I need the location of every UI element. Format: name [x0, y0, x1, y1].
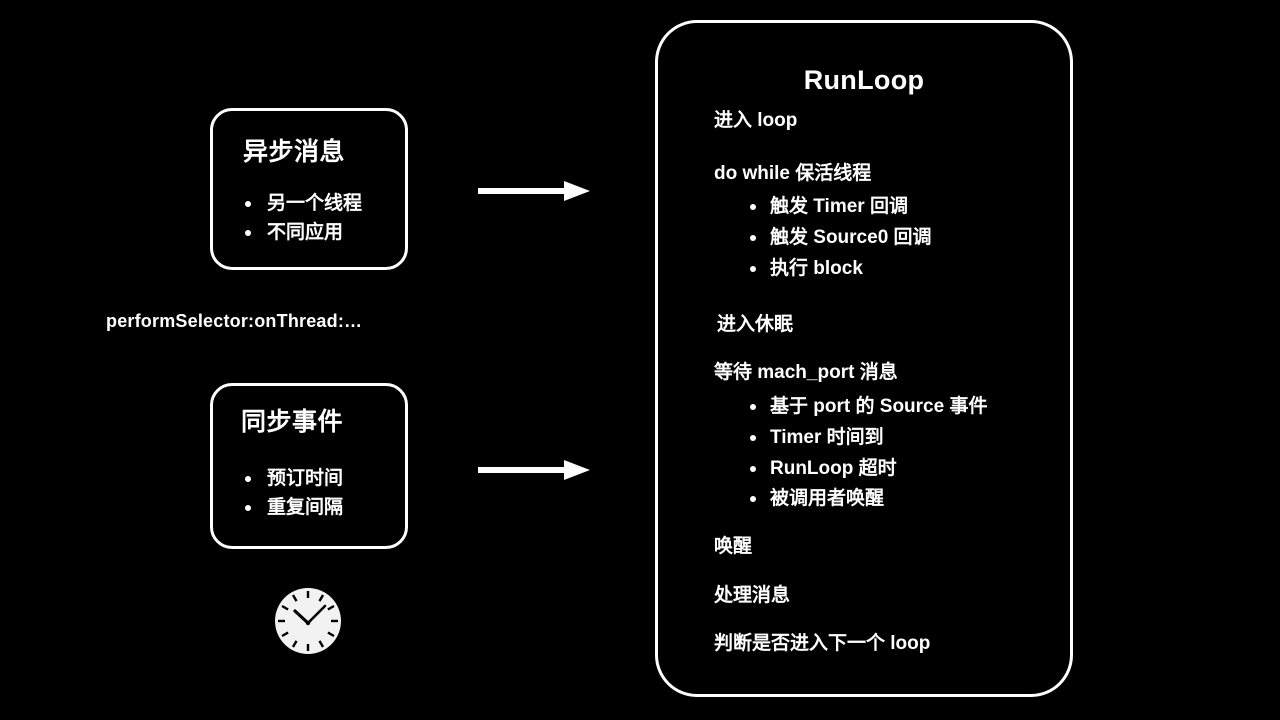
spacer	[714, 285, 1056, 313]
list-item: 预订时间	[237, 464, 343, 493]
list-item: 触发 Source0 回调	[748, 223, 1056, 254]
arrow-right-icon	[478, 181, 590, 201]
runloop-step: do while 保活线程	[714, 162, 872, 184]
list-item: Timer 时间到	[748, 423, 1056, 454]
list-item: 执行 block	[748, 254, 1056, 285]
runloop-step-list: 进入 loop do while 保活线程 触发 Timer 回调 触发 Sou…	[714, 109, 1056, 657]
list-item: 不同应用	[237, 218, 362, 247]
list-item: 另一个线程	[237, 189, 362, 218]
runloop-panel: RunLoop 进入 loop do while 保活线程 触发 Timer 回…	[655, 20, 1073, 697]
spacer	[714, 608, 1056, 632]
page-title: RunLoop	[803, 65, 925, 95]
async-message-card: 异步消息 另一个线程 不同应用	[210, 108, 408, 270]
perform-selector-caption: performSelector:onThread:…	[106, 311, 363, 331]
sync-event-card-title: 同步事件	[241, 408, 344, 436]
list-item: 重复间隔	[237, 493, 343, 522]
runloop-step: 处理消息	[714, 584, 791, 606]
list-item: RunLoop 超时	[748, 454, 1056, 485]
list-item: 被调用者唤醒	[748, 484, 1056, 515]
clock-icon	[275, 588, 341, 654]
list-item: 基于 port 的 Source 事件	[748, 392, 1056, 423]
sync-event-card: 同步事件 预订时间 重复间隔	[210, 383, 408, 549]
runloop-sub-list: 基于 port 的 Source 事件 Timer 时间到 RunLoop 超时…	[714, 392, 1056, 515]
arrow-right-icon	[478, 460, 590, 480]
runloop-step: 等待 mach_port 消息	[714, 362, 898, 384]
sync-event-bullet-list: 预订时间 重复间隔	[237, 464, 343, 523]
spacer	[714, 134, 1056, 162]
list-item: 触发 Timer 回调	[748, 192, 1056, 223]
spacer	[714, 560, 1056, 584]
runloop-step: 进入 loop	[714, 110, 798, 131]
runloop-step: 判断是否进入下一个 loop	[714, 633, 931, 655]
runloop-step: 进入休眠	[717, 313, 794, 335]
runloop-step: 唤醒	[714, 536, 753, 558]
async-message-bullet-list: 另一个线程 不同应用	[237, 189, 362, 248]
spacer	[714, 337, 1056, 361]
async-message-card-title: 异步消息	[243, 138, 346, 166]
runloop-sub-list: 触发 Timer 回调 触发 Source0 回调 执行 block	[714, 192, 1056, 284]
spacer	[714, 515, 1056, 535]
